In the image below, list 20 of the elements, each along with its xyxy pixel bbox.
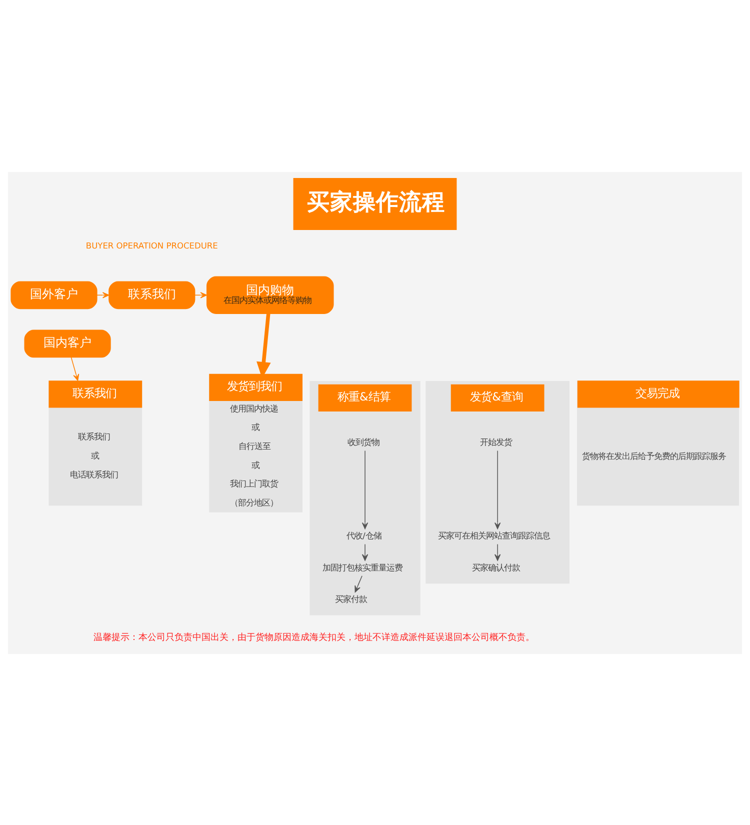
arrow — [362, 450, 368, 529]
node-text: 代收/仓储 — [346, 530, 382, 540]
node-text: 买家付款 — [334, 593, 367, 604]
label: 温馨提示：本公司只负责中国出关，由于货物原因造成海关扣关，地址不详造成派件延误退回本公司概不负责。 — [93, 632, 534, 642]
arrow — [70, 356, 80, 380]
node-text: 收到货物 — [348, 436, 380, 447]
node-text: 开始发货 — [480, 436, 512, 447]
node-box: 国外客户 — [10, 280, 98, 309]
label: BUYER OPERATION PROCEDURE — [86, 240, 218, 250]
arrow — [494, 450, 501, 529]
node-text: 加固打包核实重量运费 — [322, 562, 402, 572]
node-box: 联系我们 — [108, 280, 196, 309]
node-box: 国内客户 — [24, 329, 111, 358]
diagram-title: 买家操作流程 — [307, 188, 446, 215]
arrow — [362, 543, 368, 560]
node-text: 买家可在相关网站查询跟踪信息 — [438, 530, 550, 540]
arrow — [354, 575, 362, 592]
arrow — [494, 543, 501, 560]
node-box: 国内购物 在国内实体或网络等购物 — [206, 276, 334, 314]
node-text: 买家确认付款 — [472, 562, 520, 572]
